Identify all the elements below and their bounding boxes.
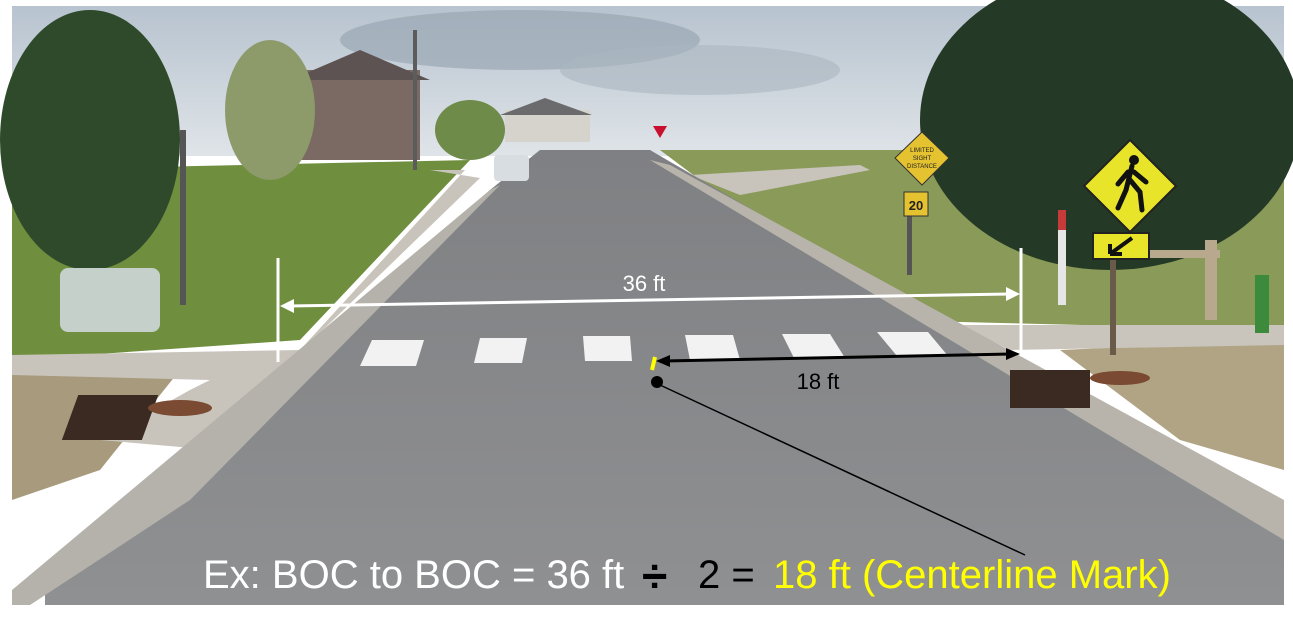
caption-prefix: Ex: BOC to BOC = 36 ft [203,553,624,597]
sidewalk-right-near [960,325,1284,350]
utility-box [60,268,160,332]
tree-right-2 [435,100,505,160]
storm-drain-grate-right [1010,370,1090,408]
light-pole [413,30,417,170]
fence-rail [1130,250,1220,258]
arrowhead-left [280,299,294,313]
cloud [560,45,840,95]
caption: Ex: BOC to BOC = 36 ft [203,553,624,597]
marker-post [1058,210,1066,305]
limited-sight-distance-sign: LIMITED SIGHT DISTANCE 20 [894,131,950,275]
dimension-label-18ft: 18 ft [797,369,840,394]
yield-sign [653,126,667,138]
road [45,150,1284,605]
arrowhead-18-right [1006,348,1020,360]
crosswalk-bar [360,340,424,366]
pedestrian-icon-head [1129,155,1139,165]
curb-right [650,160,1284,540]
crosswalk-bar [474,338,527,363]
marker-post-tip [1058,210,1066,230]
house-center-roof [500,98,592,115]
crosswalk-bar [877,332,948,356]
sign-post-left [180,130,186,305]
sidewalk-right [690,165,870,195]
warning-text-1: LIMITED [910,148,934,154]
warning-text-3: DISTANCE [907,164,937,170]
house-left-roof [290,50,430,80]
dimension-label-36ft: 36 ft [623,271,666,296]
house-center [505,110,590,142]
speed-limit-value: 20 [909,198,923,213]
sidewalk-left [12,170,480,450]
curb-left [12,185,500,605]
dimension-line-18ft [663,352,1012,363]
pedestrian-icon [1115,163,1149,213]
storm-drain-grate-left [61,395,159,440]
hydrant [1255,275,1269,333]
manhole-right [1090,371,1150,385]
crosswalk-bar [583,336,632,361]
centerline-tick [650,356,657,371]
house-left [300,70,420,160]
tree-right [920,0,1293,270]
caption-middle: 2 = [698,553,755,597]
callout-leader-line [659,384,1026,556]
crosswalk [360,332,948,366]
photo: LIMITED SIGHT DISTANCE 20 [0,0,1293,605]
dimension-36ft: 36 ft [276,248,1023,362]
pedestrian-crossing-sign [1082,138,1178,355]
speed-limit-sign [903,191,929,217]
fence-post [1205,240,1217,320]
arrowhead-right [1006,287,1020,301]
tree-left [0,10,180,270]
crosswalk-bar [685,335,740,360]
manhole-left [148,400,212,416]
parked-car [494,155,529,181]
warning-text-2: SIGHT [913,156,932,162]
dimension-18ft: 18 ft [650,348,1026,556]
arrowhead-18-left [656,355,670,367]
tree-left-2 [225,40,315,180]
arrow-down-left-icon [1108,236,1134,256]
caption-highlight: 18 ft (Centerline Mark) [773,553,1171,597]
crosswalk-bar [782,334,845,358]
divide-symbol: ÷ [642,550,667,602]
dimension-line-36ft [289,292,1011,308]
